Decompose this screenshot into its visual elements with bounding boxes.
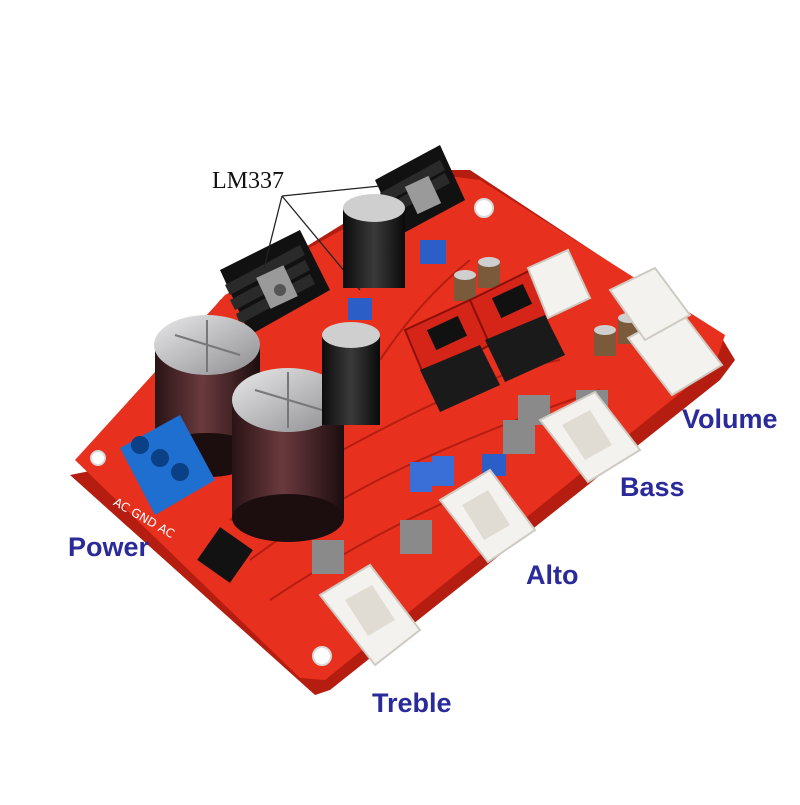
label-power: Power [68,532,150,562]
opamp-sockets [403,266,565,412]
connector-treble [318,563,422,667]
capacitor-black-2 [322,322,380,425]
lm337-callout: LM337 [212,168,284,194]
heatsink-left [220,230,330,335]
label-treble: Treble [372,688,452,718]
small-capacitors [454,257,640,356]
power-terminal-block [120,415,215,515]
bridge-rectifier [197,527,253,583]
label-alto: Alto [526,560,579,590]
connector-bass [538,390,642,484]
connector-volume [608,266,724,397]
capacitor-black-1 [343,194,405,288]
label-volume: Volume [682,404,778,434]
connector-input [526,248,592,320]
label-bass: Bass [620,472,685,502]
connector-alto [438,468,537,564]
trimmer-pots [348,240,506,476]
